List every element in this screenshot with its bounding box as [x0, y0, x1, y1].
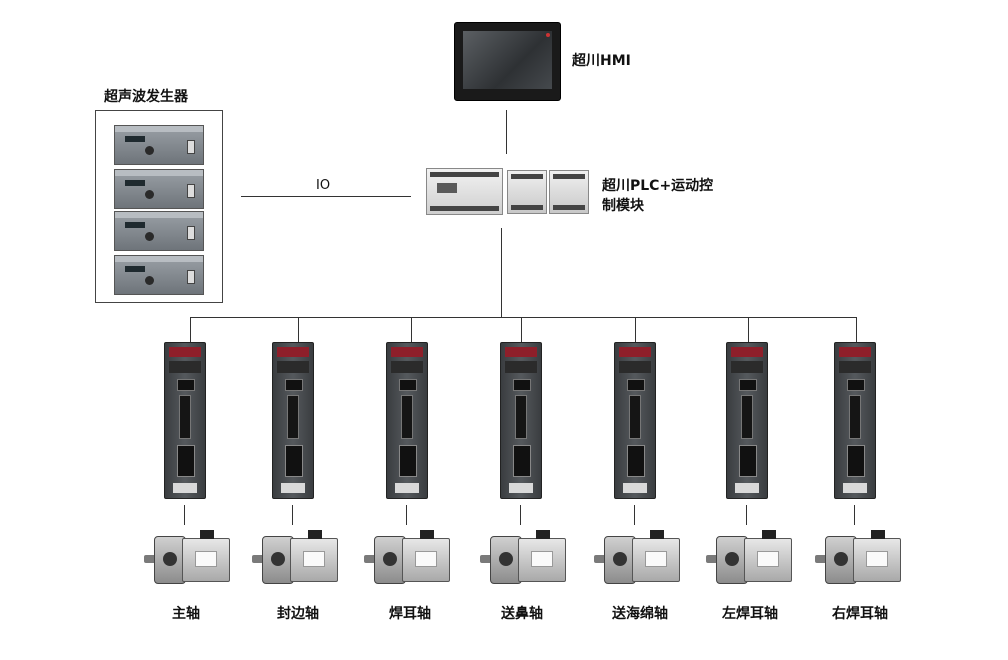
servo-motor [480, 530, 566, 588]
bus-drop-line [298, 317, 299, 342]
axis-label: 左焊耳轴 [722, 606, 778, 622]
plc-module-1 [507, 170, 547, 214]
servo-motor [364, 530, 450, 588]
plc-module-2 [549, 170, 589, 214]
axis-label: 送鼻轴 [501, 606, 543, 622]
drive-motor-link [854, 505, 855, 525]
hmi-label: 超川HMI [572, 53, 631, 69]
axis-label: 焊耳轴 [389, 606, 431, 622]
hmi-led-icon [546, 33, 550, 37]
servo-motor [594, 530, 680, 588]
servo-drive [726, 342, 768, 499]
servo-bus [190, 317, 856, 318]
generator-label: 超声波发生器 [104, 89, 188, 105]
plc-label-line2: 制模块 [602, 198, 644, 214]
servo-motor [815, 530, 901, 588]
plc-bus-link [501, 228, 502, 318]
io-link-label: IO [316, 178, 331, 193]
servo-motor [252, 530, 338, 588]
drive-motor-link [184, 505, 185, 525]
servo-drive [500, 342, 542, 499]
bus-drop-line [635, 317, 636, 342]
hmi-plc-link [506, 110, 507, 154]
bus-drop-line [190, 317, 191, 342]
drive-motor-link [520, 505, 521, 525]
bus-drop-line [521, 317, 522, 342]
axis-label: 主轴 [172, 606, 200, 622]
axis-label: 右焊耳轴 [832, 606, 888, 622]
servo-drive [386, 342, 428, 499]
bus-drop-line [411, 317, 412, 342]
axis-label: 送海绵轴 [612, 606, 668, 622]
generator-unit [114, 211, 204, 251]
hmi-device [454, 22, 561, 101]
plc-label: 超川PLC+运动控 制模块 [602, 176, 713, 216]
generator-unit [114, 125, 204, 165]
hmi-screen [463, 31, 552, 89]
generator-group [95, 110, 223, 303]
plc-cpu [426, 168, 503, 215]
generator-unit [114, 255, 204, 295]
axis-label: 封边轴 [277, 606, 319, 622]
servo-motor [706, 530, 792, 588]
drive-motor-link [746, 505, 747, 525]
servo-motor [144, 530, 230, 588]
drive-motor-link [634, 505, 635, 525]
servo-drive [834, 342, 876, 499]
bus-drop-line [856, 317, 857, 342]
plc-label-line1: 超川PLC+运动控 [602, 178, 714, 194]
io-link-line [241, 196, 411, 197]
bus-drop-line [748, 317, 749, 342]
servo-drive [614, 342, 656, 499]
servo-drive [272, 342, 314, 499]
drive-motor-link [292, 505, 293, 525]
drive-motor-link [406, 505, 407, 525]
generator-unit [114, 169, 204, 209]
servo-drive [164, 342, 206, 499]
